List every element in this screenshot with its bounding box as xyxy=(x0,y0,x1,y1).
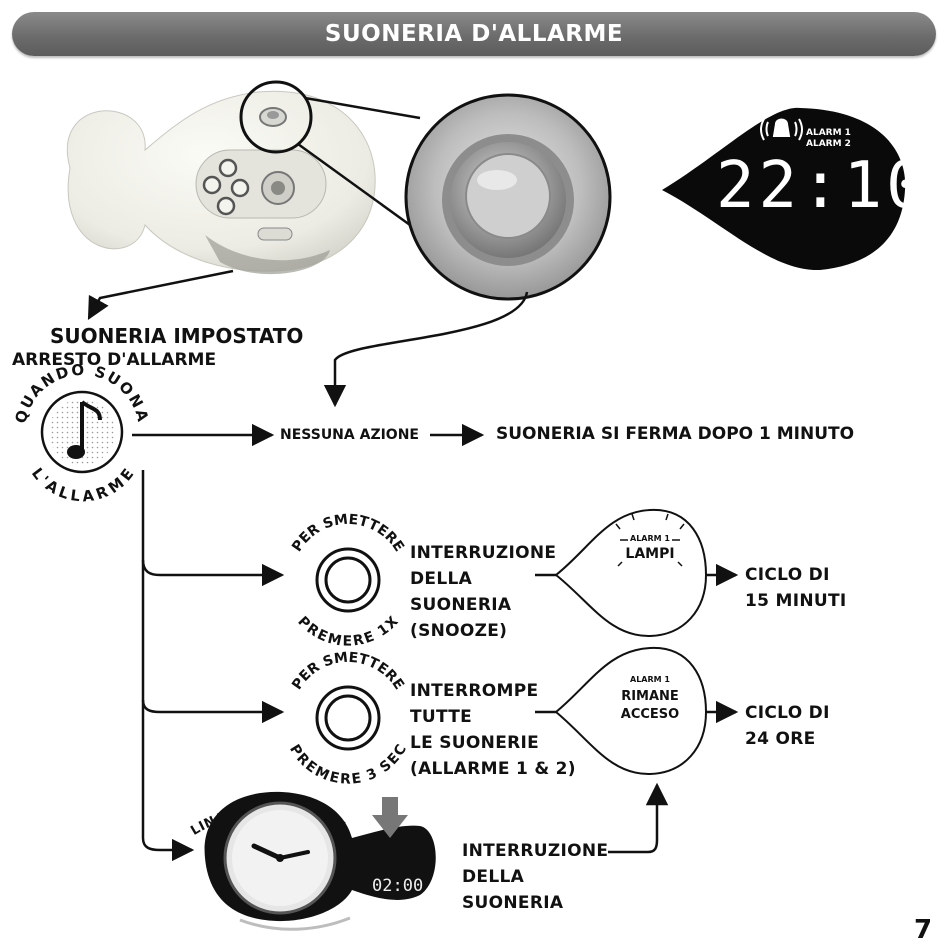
ring-note-icon: QUANDO SUONA L'ALLARME xyxy=(12,361,151,506)
device-illustration xyxy=(67,90,376,275)
stop-line-1: INTERROMPE xyxy=(410,681,539,701)
stop-state-drop xyxy=(554,646,708,776)
alarm-labels: ALARM 1 ALARM 2 xyxy=(806,128,851,150)
flow-arrows xyxy=(87,269,739,862)
header-banner: SUONERIA D'ALLARME xyxy=(12,12,936,56)
snooze-line-1: INTERRUZIONE xyxy=(410,543,557,563)
stop-drop-alarm-label: ALARM 1 xyxy=(630,675,670,684)
stop-all-description: INTERROMPE TUTTE LE SUONERIE (ALLARME 1 … xyxy=(410,678,576,782)
alarm-display xyxy=(662,107,906,271)
button-highlight-circle xyxy=(239,80,313,154)
flash-rays-icon xyxy=(615,513,685,567)
auto-stop-label: SUONERIA SI FERMA DOPO 1 MINUTO xyxy=(496,424,855,444)
stop-cycle: CICLO DI 24 ORE xyxy=(745,700,830,752)
stop-line-3: LE SUONERIE xyxy=(410,733,540,753)
alarm-set-label: SUONERIA IMPOSTATO xyxy=(50,324,304,348)
stop-line-4: (ALLARME 1 & 2) xyxy=(410,759,576,779)
stop-drop-text: RIMANE ACCESO xyxy=(605,688,695,724)
stop-drop-line-1: RIMANE xyxy=(621,689,679,704)
snooze-line-4: (SNOOZE) xyxy=(410,621,508,641)
snooze-button-icon: PER SMETTERE PREMERE 1X xyxy=(289,512,407,650)
snooze-line-2: DELLA xyxy=(410,569,473,589)
stop-cycle-line-1: CICLO DI xyxy=(745,703,830,723)
button-zoom-view xyxy=(404,93,612,301)
stop-cycle-line-2: 24 ORE xyxy=(745,729,816,749)
snooze-drop-flash-text: LAMPI xyxy=(625,546,675,562)
tilt-line-2: DELLA xyxy=(462,867,525,887)
snooze-state-drop xyxy=(554,508,708,638)
snooze-cycle: CICLO DI 15 MINUTI xyxy=(745,562,846,614)
alarm-stop-label: ARRESTO D'ALLARME xyxy=(12,350,217,370)
tilt-clock-time: 02:00 xyxy=(372,876,424,896)
alarm1-label: ALARM 1 xyxy=(806,128,851,138)
stop-line-2: TUTTE xyxy=(410,707,473,727)
tilt-line-3: SUONERIA xyxy=(462,893,564,913)
snooze-drop-alarm-label: ALARM 1 xyxy=(630,534,670,543)
tilt-line-1: INTERRUZIONE xyxy=(462,841,609,861)
page-number: 7 xyxy=(914,915,933,945)
tilt-description: INTERRUZIONE DELLA SUONERIA xyxy=(462,838,608,916)
down-arrow-icon xyxy=(382,797,398,817)
snooze-arc-bottom: PREMERE 1X xyxy=(294,613,401,649)
snooze-cycle-line-2: 15 MINUTI xyxy=(745,591,847,611)
bell-icon xyxy=(760,118,803,141)
alarm2-label: ALARM 2 xyxy=(806,139,851,149)
page-title: SUONERIA D'ALLARME xyxy=(324,21,624,47)
display-time: 22:10 xyxy=(716,149,929,223)
snooze-description: INTERRUZIONE DELLA SUONERIA (SNOOZE) xyxy=(410,540,556,644)
svg-text:PREMERE 1X: PREMERE 1X xyxy=(294,613,401,649)
stop-drop-line-2: ACCESO xyxy=(620,707,680,722)
no-action-label: NESSUNA AZIONE xyxy=(280,427,419,443)
snooze-cycle-line-1: CICLO DI xyxy=(745,565,830,585)
stop-all-button-icon: PER SMETTERE PREMERE 3 SEC xyxy=(286,650,410,788)
snooze-line-3: SUONERIA xyxy=(410,595,512,615)
